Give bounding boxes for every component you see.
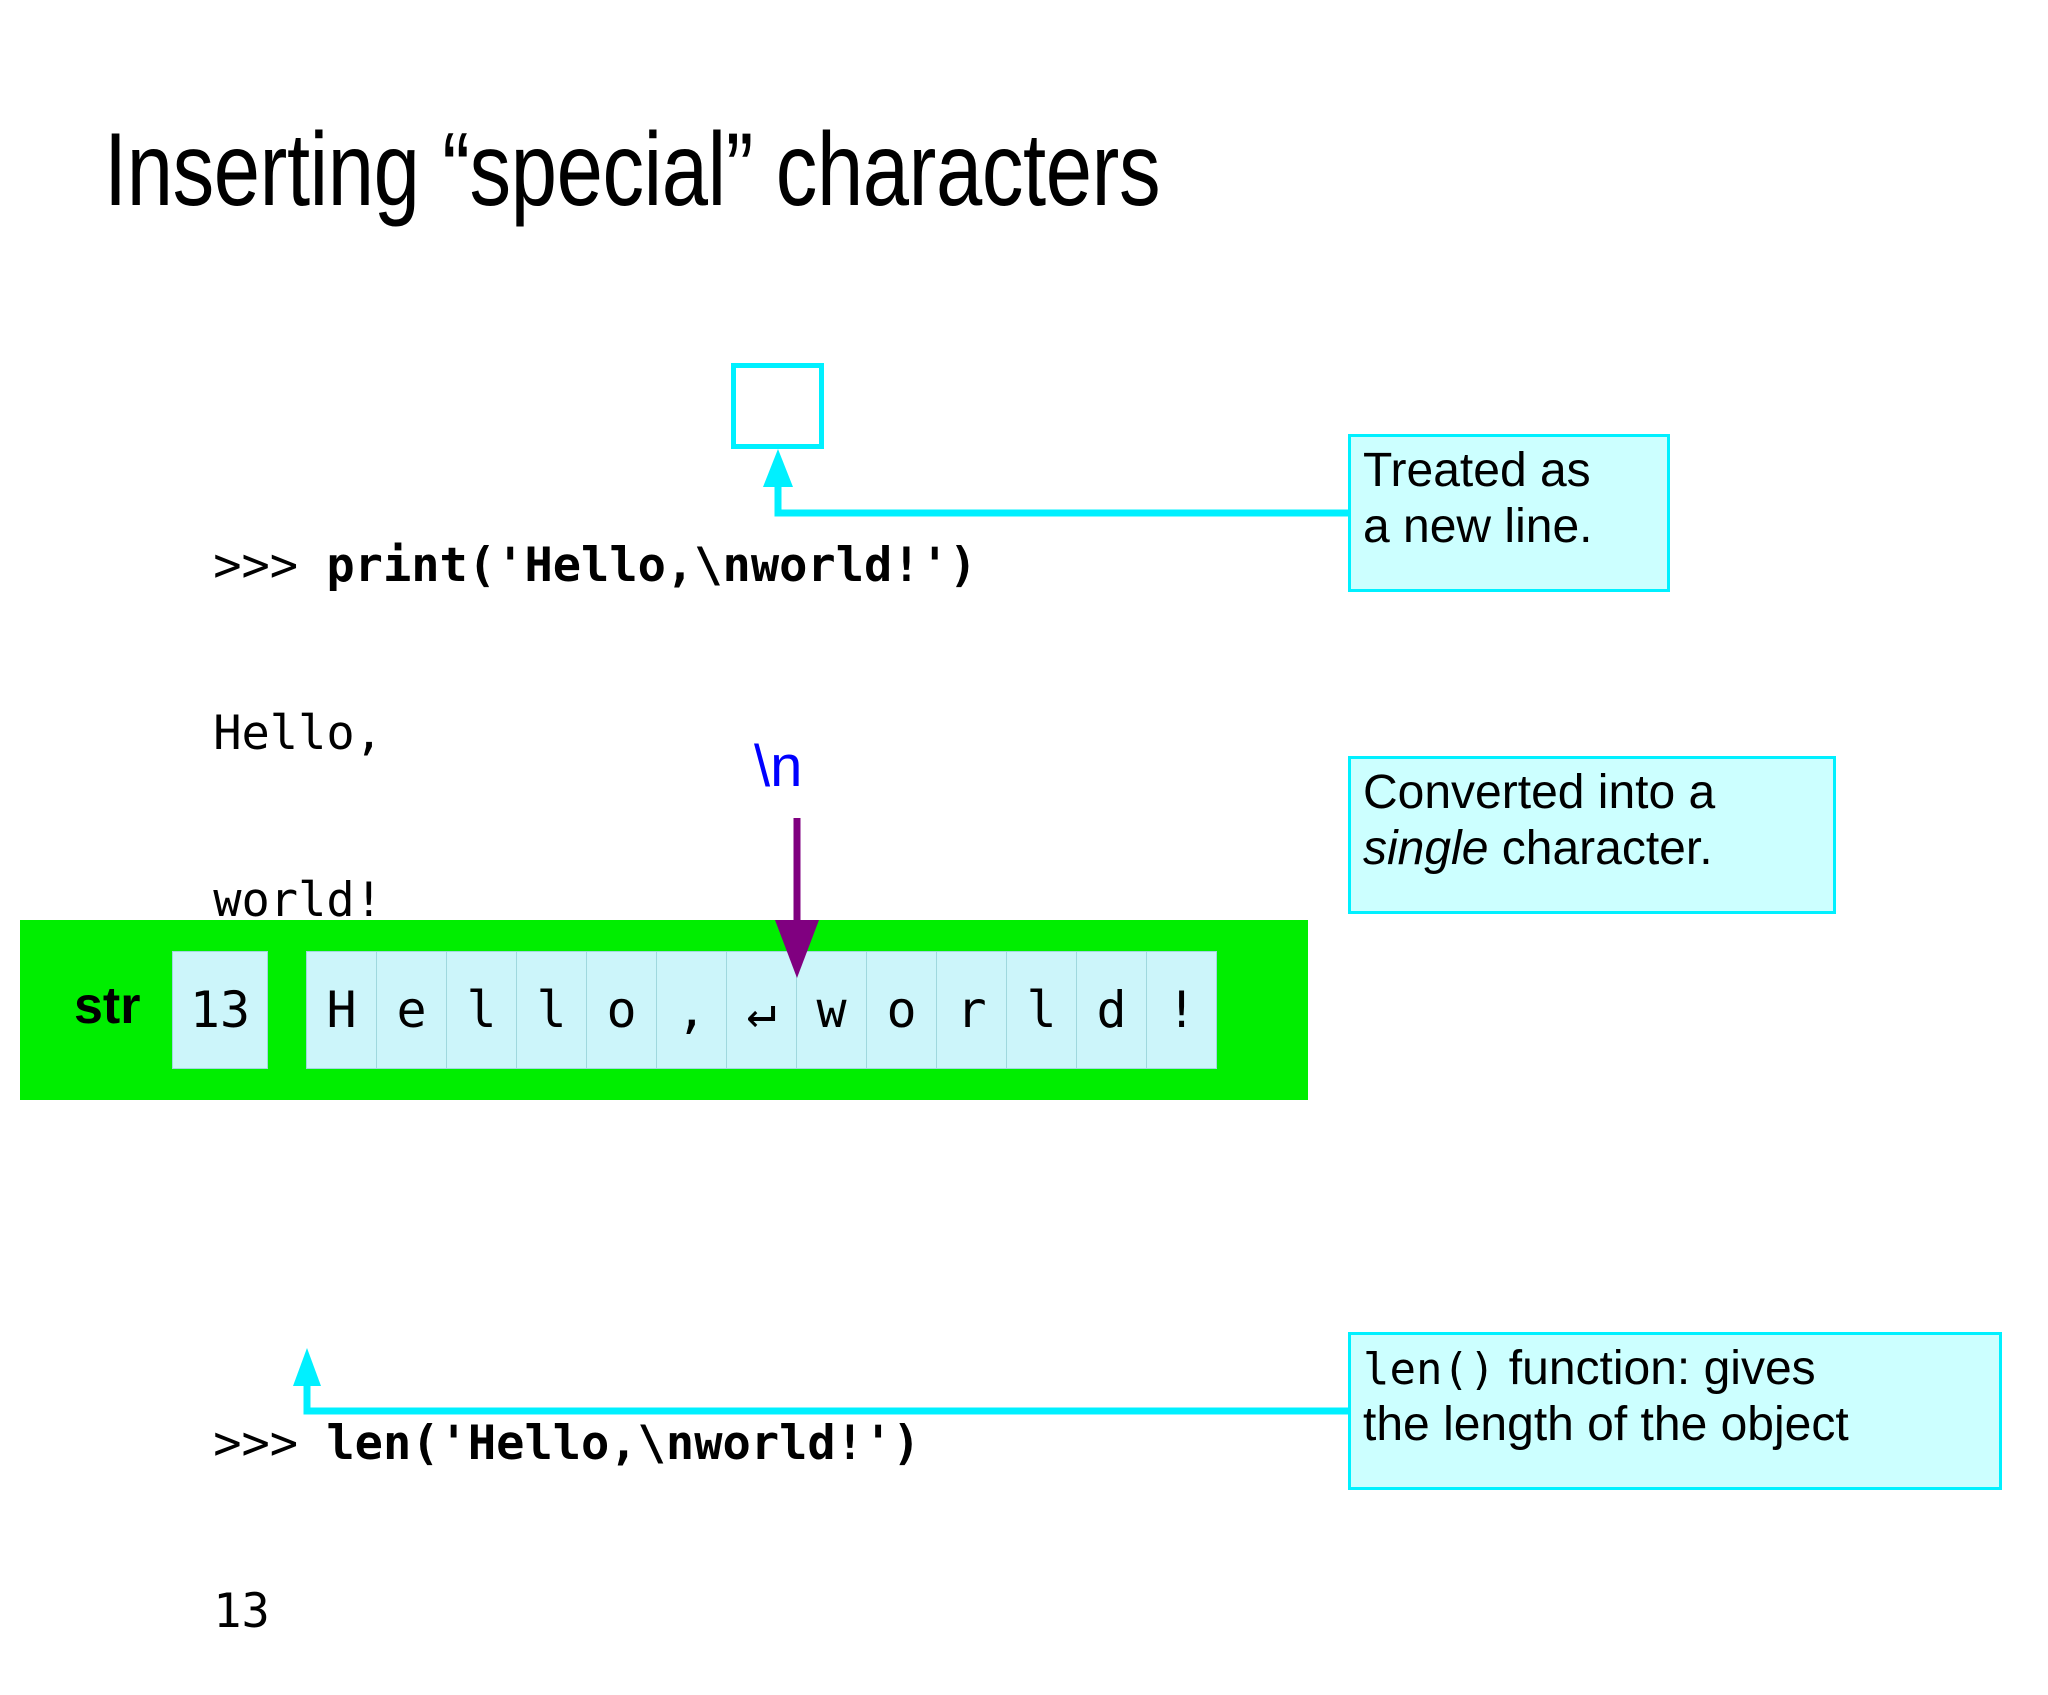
callout-emphasis: single	[1363, 821, 1489, 875]
character-cell: o	[866, 951, 937, 1069]
repl-prompt: >>>	[213, 537, 327, 593]
character-cell: l	[1006, 951, 1077, 1069]
code-line: Hello,	[100, 650, 977, 761]
callout-treated-as-newline: Treated as a new line.	[1348, 434, 1670, 592]
code-line: 13	[100, 1528, 921, 1639]
character-cell: ,	[656, 951, 727, 1069]
code-output: 13	[213, 1583, 270, 1639]
callout-line-rest: character.	[1488, 821, 1713, 875]
code-statement: len('Hello,\nworld!')	[326, 1415, 921, 1471]
code-block-print: >>> print('Hello,\nworld!') Hello, world…	[100, 370, 977, 929]
code-line: world!	[100, 818, 977, 928]
character-cell: l	[446, 951, 517, 1069]
character-cell: H	[306, 951, 377, 1069]
callout-single-character: Converted into a single character.	[1348, 756, 1836, 914]
callout-line-rest: function: gives	[1495, 1342, 1816, 1395]
code-statement: print('Hello,\nworld!')	[326, 537, 978, 593]
character-cell: o	[586, 951, 657, 1069]
callout-line: Converted into a	[1363, 766, 1716, 819]
object-type-label: str	[74, 977, 141, 1035]
callout-line: len() function: gives	[1363, 1341, 1989, 1397]
callout-line: the length of the object	[1363, 1397, 1849, 1451]
repl-prompt: >>>	[213, 1415, 327, 1471]
character-cell: r	[936, 951, 1007, 1069]
character-cell: e	[376, 951, 447, 1069]
character-cell: d	[1076, 951, 1147, 1069]
code-output: world!	[213, 873, 383, 929]
character-cell: l	[516, 951, 587, 1069]
escape-sequence-label: \n	[754, 734, 803, 799]
callout-line: single character.	[1363, 821, 1823, 877]
page-title: Inserting “special” characters	[104, 112, 1161, 228]
code-output: Hello,	[213, 705, 383, 761]
code-line: >>> print('Hello,\nworld!')	[100, 482, 977, 593]
object-length-cell: 13	[172, 951, 268, 1069]
character-cell: w	[796, 951, 867, 1069]
callout-line: a new line.	[1363, 499, 1593, 553]
highlight-box-escape-sequence	[731, 363, 824, 449]
callout-line: Treated as	[1363, 444, 1591, 497]
callout-code-fragment: len()	[1363, 1344, 1496, 1395]
character-cell: !	[1146, 951, 1217, 1069]
callout-len-function: len() function: gives the length of the …	[1348, 1332, 2002, 1490]
code-line: >>> len('Hello,\nworld!')	[100, 1360, 920, 1471]
character-cell: ↵	[726, 951, 797, 1069]
code-block-len: >>> len('Hello,\nworld!') 13	[100, 1248, 921, 1640]
